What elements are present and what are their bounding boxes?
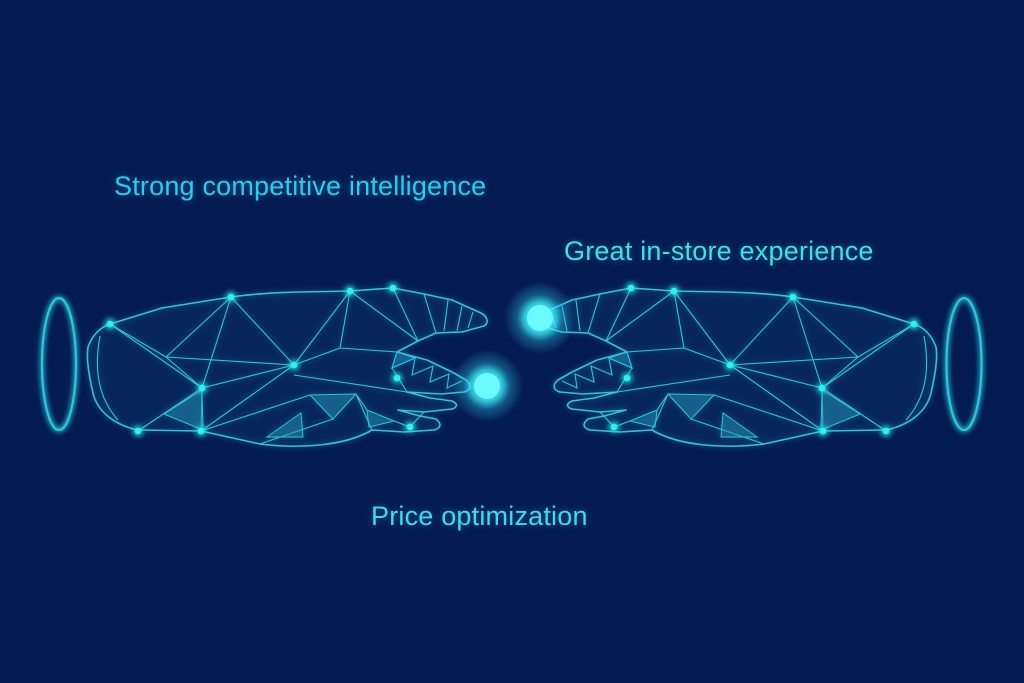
- label-price-optimization: Price optimization: [371, 501, 588, 531]
- right-hand-wireframe: [537, 285, 937, 447]
- portal-ring-right: [945, 296, 983, 432]
- glow-orb-left: [451, 350, 523, 422]
- portal-ring-left: [40, 296, 78, 432]
- left-hand-wireframe: [87, 285, 487, 447]
- label-in-store-experience: Great in-store experience: [564, 236, 874, 266]
- label-competitive-intelligence: Strong competitive intelligence: [114, 171, 487, 201]
- glow-orb-right: [504, 282, 576, 354]
